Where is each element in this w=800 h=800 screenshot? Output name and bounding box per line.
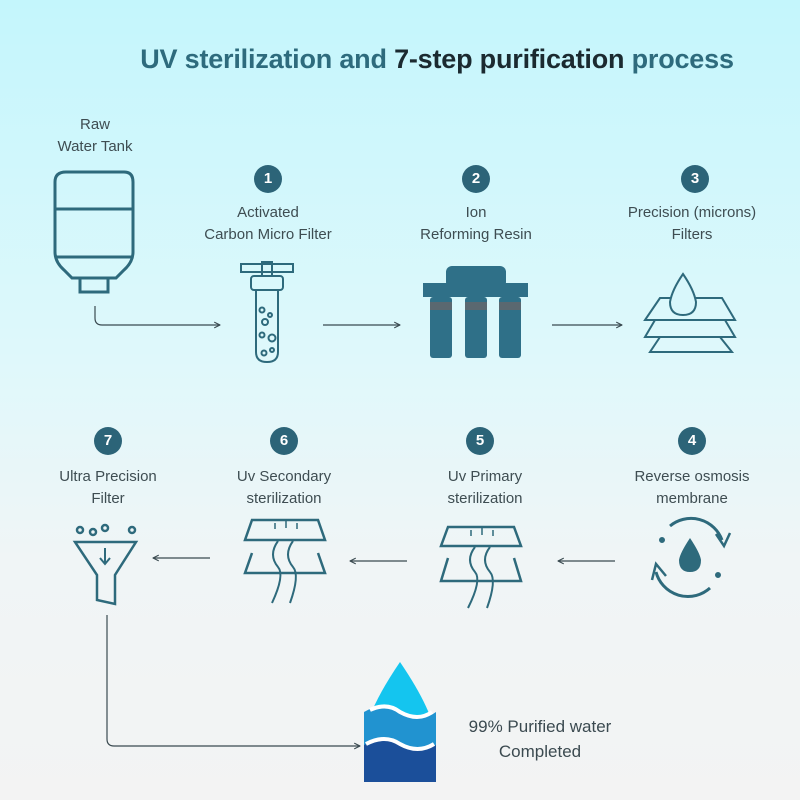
carbon-filter-icon (240, 261, 294, 364)
uv-secondary-sterilization-icon (243, 518, 327, 604)
step-7-badge: 7 (94, 427, 122, 455)
step-5-badge: 5 (466, 427, 494, 455)
step-1-badge: 1 (254, 165, 282, 193)
page-title: UV sterilization and 7-step purification… (140, 44, 734, 74)
step-4-badge: 4 (678, 427, 706, 455)
water-tank-icon (53, 170, 135, 294)
step-3-badge: 3 (681, 165, 709, 193)
resin-filter-icon (423, 266, 528, 358)
purified-water-drop-icon (364, 662, 436, 782)
flow-arrows (94, 306, 622, 746)
step-3-label: Precision (microns)Filters (627, 204, 757, 243)
precision-filter-icon (643, 272, 737, 353)
reverse-osmosis-icon (650, 516, 732, 598)
uv-primary-sterilization-icon (439, 525, 523, 609)
ultra-precision-filter-icon (72, 523, 139, 606)
step-2-badge: 2 (462, 165, 490, 193)
step-6-badge: 6 (270, 427, 298, 455)
